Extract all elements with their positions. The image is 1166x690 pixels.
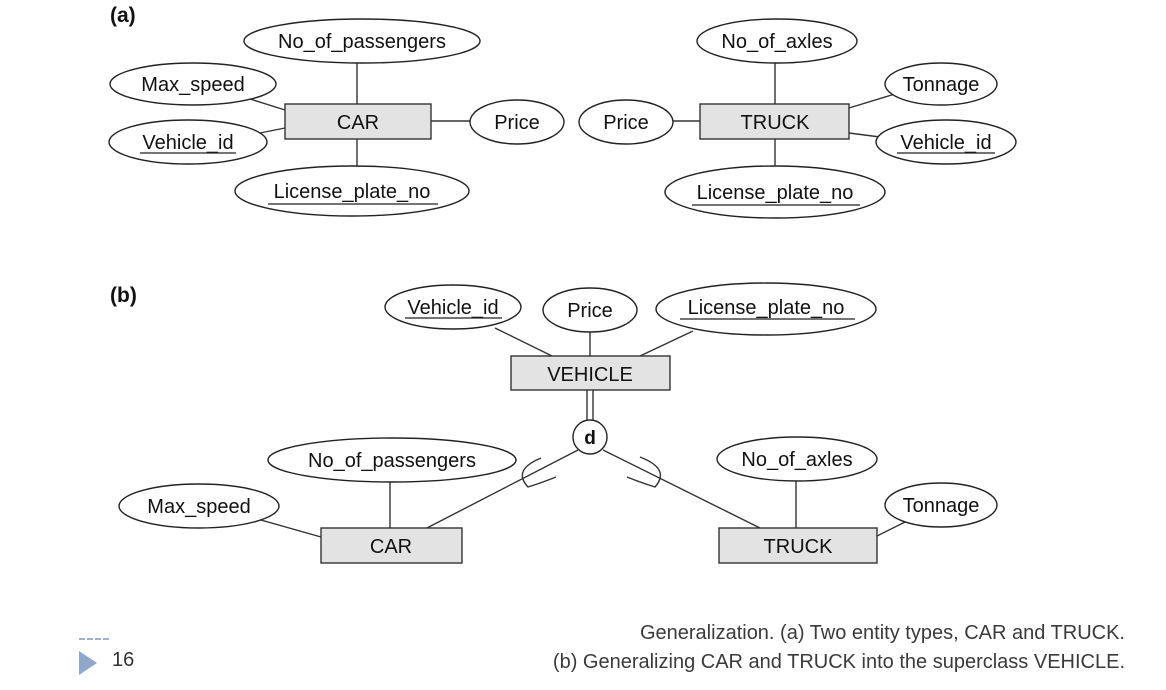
figure-caption: Generalization. (a) Two entity types, CA… [553, 619, 1125, 677]
license-plate-no-key-attr-b: License_plate_no [655, 282, 877, 336]
car-a-relationships [246, 62, 471, 166]
truck-entity-a: TRUCK [699, 103, 850, 140]
svg-text:No_of_axles: No_of_axles [721, 31, 832, 53]
svg-text:Vehicle_id: Vehicle_id [900, 132, 991, 154]
svg-text:Tonnage: Tonnage [903, 495, 980, 517]
svg-text:Max_speed: Max_speed [147, 496, 250, 518]
footer-dash-decoration [79, 638, 109, 640]
svg-text:License_plate_no: License_plate_no [697, 182, 854, 204]
svg-text:License_plate_no: License_plate_no [688, 297, 845, 319]
panel-b-label: (b) [110, 284, 137, 307]
disjoint-circle: d [572, 419, 608, 455]
license-plate-no-key-attr-car-a: License_plate_no [234, 165, 470, 217]
no-of-passengers-attr-a: No_of_passengers [243, 18, 481, 64]
slide-nav-arrow-icon[interactable] [79, 651, 97, 675]
car-entity-a: CAR [284, 103, 432, 140]
car-entity-b-label: CAR [370, 536, 412, 558]
vehicle-id-key-attr-b: Vehicle_id [384, 284, 522, 330]
svg-text:No_of_passengers: No_of_passengers [308, 450, 476, 472]
truck-entity-b: TRUCK [718, 527, 878, 564]
svg-text:Price: Price [494, 112, 540, 134]
vehicle-id-key-attr-truck-a: Vehicle_id [875, 119, 1017, 165]
truck-entity-a-label: TRUCK [741, 112, 811, 134]
svg-text:No_of_passengers: No_of_passengers [278, 31, 446, 53]
price-attr-car-a: Price [469, 99, 565, 145]
max-speed-attr-b: Max_speed [118, 483, 280, 529]
vehicle-entity-label: VEHICLE [547, 364, 633, 386]
svg-text:License_plate_no: License_plate_no [274, 181, 431, 203]
vehicle-id-key-attr-car-a: Vehicle_id [108, 119, 268, 165]
svg-text:d: d [584, 428, 596, 449]
truck-a-relationships [673, 62, 896, 166]
max-speed-attr-a: Max_speed [109, 62, 277, 106]
price-attr-truck-a: Price [578, 99, 674, 145]
license-plate-no-key-attr-truck-a: License_plate_no [664, 165, 886, 219]
tonnage-attr-a: Tonnage [884, 62, 998, 106]
price-attr-b: Price [542, 287, 638, 333]
vehicle-relationships [253, 327, 906, 538]
svg-text:Price: Price [567, 300, 613, 322]
tonnage-attr-b: Tonnage [884, 482, 998, 528]
no-of-axles-attr-b: No_of_axles [716, 436, 878, 482]
car-entity-b: CAR [320, 527, 463, 564]
caption-line-2: (b) Generalizing CAR and TRUCK into the … [552, 651, 1125, 673]
svg-text:Vehicle_id: Vehicle_id [407, 297, 498, 319]
panel-a-label: (a) [110, 4, 136, 27]
svg-text:Price: Price [603, 112, 649, 134]
svg-text:Max_speed: Max_speed [141, 74, 244, 96]
no-of-axles-attr-a: No_of_axles [696, 18, 858, 64]
no-of-passengers-attr-b: No_of_passengers [267, 437, 517, 483]
page-number: 16 [112, 649, 135, 671]
truck-entity-b-label: TRUCK [764, 536, 834, 558]
svg-text:Vehicle_id: Vehicle_id [142, 132, 233, 154]
svg-text:Tonnage: Tonnage [903, 74, 980, 96]
car-entity-a-label: CAR [337, 112, 379, 134]
caption-line-1: Generalization. (a) Two entity types, CA… [639, 622, 1125, 644]
vehicle-entity: VEHICLE [510, 355, 671, 391]
svg-text:No_of_axles: No_of_axles [741, 449, 852, 471]
